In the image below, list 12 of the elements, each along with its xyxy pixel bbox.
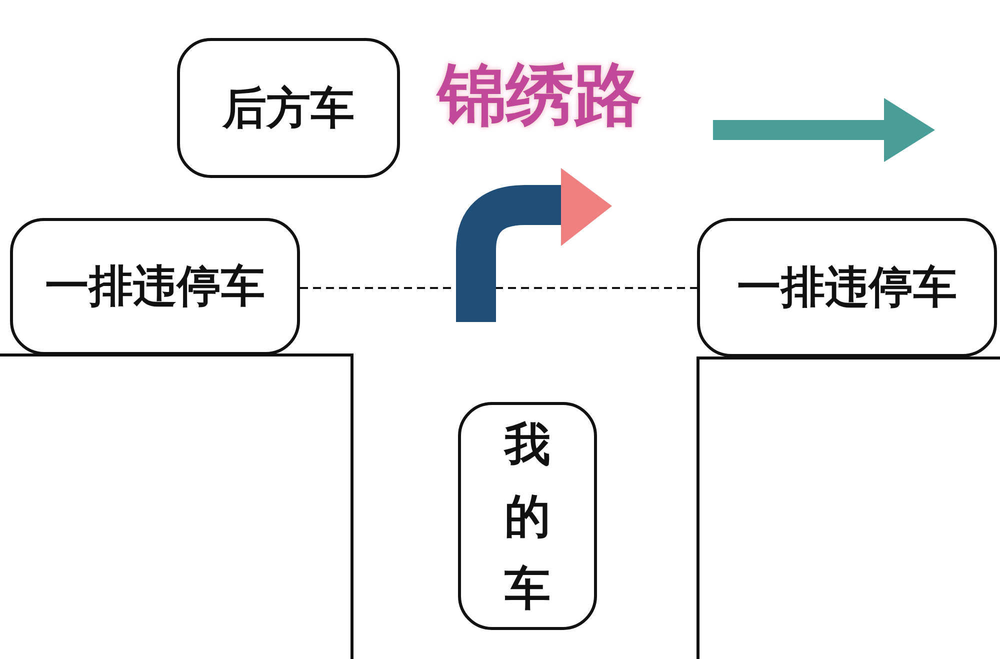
car-box — [697, 218, 997, 357]
car-box — [177, 38, 400, 178]
car-label: 后方车 — [222, 82, 354, 136]
car-label: 一排违停车 — [737, 261, 957, 315]
building-block — [696, 356, 1000, 659]
car-label: 我的车 — [502, 416, 552, 617]
car-box — [458, 402, 597, 630]
car-label: 一排违停车 — [45, 260, 265, 314]
road-name: 锦绣路 — [438, 55, 642, 137]
dashed-line — [300, 287, 697, 289]
building-block — [0, 354, 354, 659]
car-box — [10, 218, 300, 355]
